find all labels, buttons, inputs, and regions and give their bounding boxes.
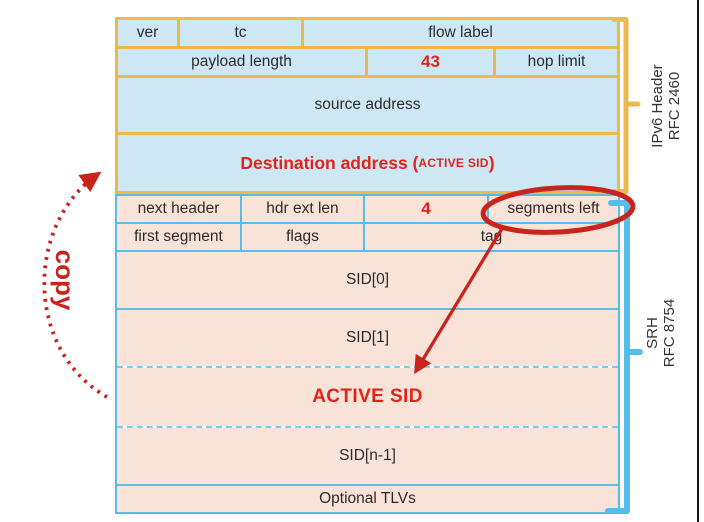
- ipv6-bracket-label: IPv6 Header RFC 2460: [649, 31, 685, 181]
- field-segments-left: segments left: [487, 196, 618, 222]
- field-next-header: next header: [117, 196, 240, 222]
- srh-row-6: SID[n-1]: [117, 426, 618, 484]
- ipv6-row-3: source address: [118, 75, 617, 132]
- srh-row-3: SID[0]: [117, 250, 618, 308]
- field-ver: ver: [118, 20, 177, 46]
- field-sid-0: SID[0]: [117, 252, 618, 308]
- ipv6-row-4: Destination address (ACTIVE SID): [118, 132, 617, 191]
- field-optional-tlvs: Optional TLVs: [117, 486, 618, 512]
- field-flags: flags: [240, 224, 363, 250]
- field-tc: tc: [177, 20, 301, 46]
- field-sid-n-1: SID[n-1]: [117, 428, 618, 484]
- field-first-segment: first segment: [117, 224, 240, 250]
- srh-row-5: ACTIVE SID: [117, 366, 618, 426]
- value-next-header-43: 43: [365, 49, 493, 75]
- field-sid-1: SID[1]: [117, 310, 618, 366]
- srh-bracket-label-line2: RFC 8754: [661, 298, 678, 368]
- field-destination-address: Destination address (ACTIVE SID): [118, 135, 617, 191]
- srh-bracket-label: SRH RFC 8754: [644, 278, 680, 388]
- srh-row-4: SID[1]: [117, 308, 618, 366]
- field-payload-length: payload length: [118, 49, 365, 75]
- field-flow-label: flow label: [301, 20, 617, 46]
- ipv6-bracket-label-line2: RFC 2460: [666, 71, 683, 141]
- value-routing-type-4: 4: [363, 196, 487, 222]
- field-tag: tag: [363, 224, 618, 250]
- field-active-sid: ACTIVE SID: [117, 368, 618, 426]
- srh-bracket-label-line1: SRH: [644, 317, 661, 349]
- copy-label: copy: [50, 249, 80, 311]
- srh-row-7: Optional TLVs: [117, 484, 618, 512]
- field-source-address: source address: [118, 78, 617, 132]
- field-hop-limit: hop limit: [493, 49, 617, 75]
- ipv6-bracket-label-line1: IPv6 Header: [649, 64, 666, 148]
- slide-right-border: [697, 0, 699, 522]
- field-hdr-ext-len: hdr ext len: [240, 196, 363, 222]
